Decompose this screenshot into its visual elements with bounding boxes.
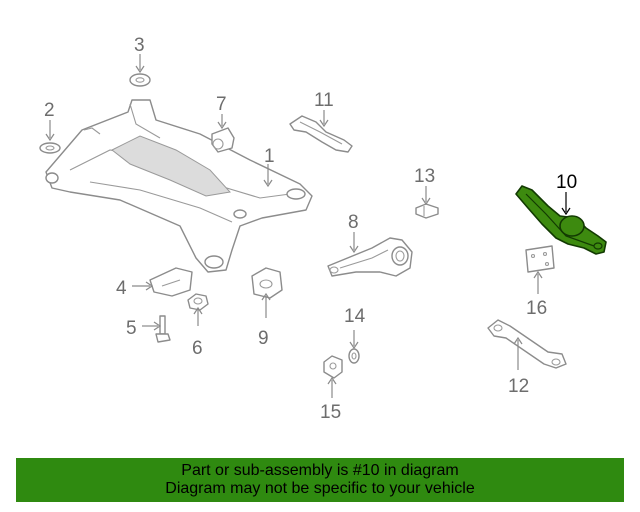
banner-line-disclaimer: Diagram may not be specific to your vehi…	[165, 480, 475, 497]
part-4-bracket[interactable]	[149, 267, 193, 297]
part-13-bolt[interactable]	[415, 203, 439, 219]
banner-line-part: Part or sub-assembly is #10 in diagram	[181, 462, 459, 479]
part-11-upper-arm[interactable]	[289, 115, 353, 153]
part-1-subframe[interactable]	[45, 99, 313, 273]
part-8-trailing-link[interactable]	[327, 237, 413, 277]
callout-15: 15	[320, 402, 341, 423]
part-15-nut[interactable]	[323, 355, 343, 379]
callout-13: 13	[414, 166, 435, 187]
part-9-mount[interactable]	[251, 267, 283, 299]
callout-4: 4	[116, 278, 127, 299]
callout-6: 6	[192, 338, 203, 359]
part-6-nut[interactable]	[187, 293, 209, 311]
callout-2: 2	[44, 100, 55, 121]
part-5-bolt[interactable]	[155, 315, 171, 343]
callout-9: 9	[258, 328, 269, 349]
callout-14: 14	[344, 306, 366, 327]
callout-5: 5	[126, 318, 137, 339]
leader-lines	[45, 54, 571, 398]
callout-10: 10	[556, 172, 577, 193]
callout-7: 7	[216, 94, 227, 115]
callout-1: 1	[264, 146, 275, 167]
callout-labels: 1 2 3 4 5 6 7 8 9 10 11 12 13 14 15 16	[44, 35, 577, 423]
callout-16: 16	[526, 298, 547, 319]
callout-3: 3	[134, 35, 145, 56]
part-12-lateral-link[interactable]	[487, 319, 567, 369]
callout-11: 11	[314, 90, 334, 111]
info-banner: Part or sub-assembly is #10 in diagram D…	[16, 458, 624, 502]
callout-8: 8	[348, 212, 359, 233]
part-3-washer[interactable]	[129, 73, 151, 87]
part-7-bushing[interactable]	[211, 127, 235, 153]
callout-12: 12	[508, 376, 529, 397]
part-2-washer[interactable]	[39, 142, 61, 154]
part-10-control-arm[interactable]	[515, 185, 607, 255]
part-16-plate[interactable]	[525, 245, 555, 273]
part-14-washer[interactable]	[348, 348, 360, 364]
